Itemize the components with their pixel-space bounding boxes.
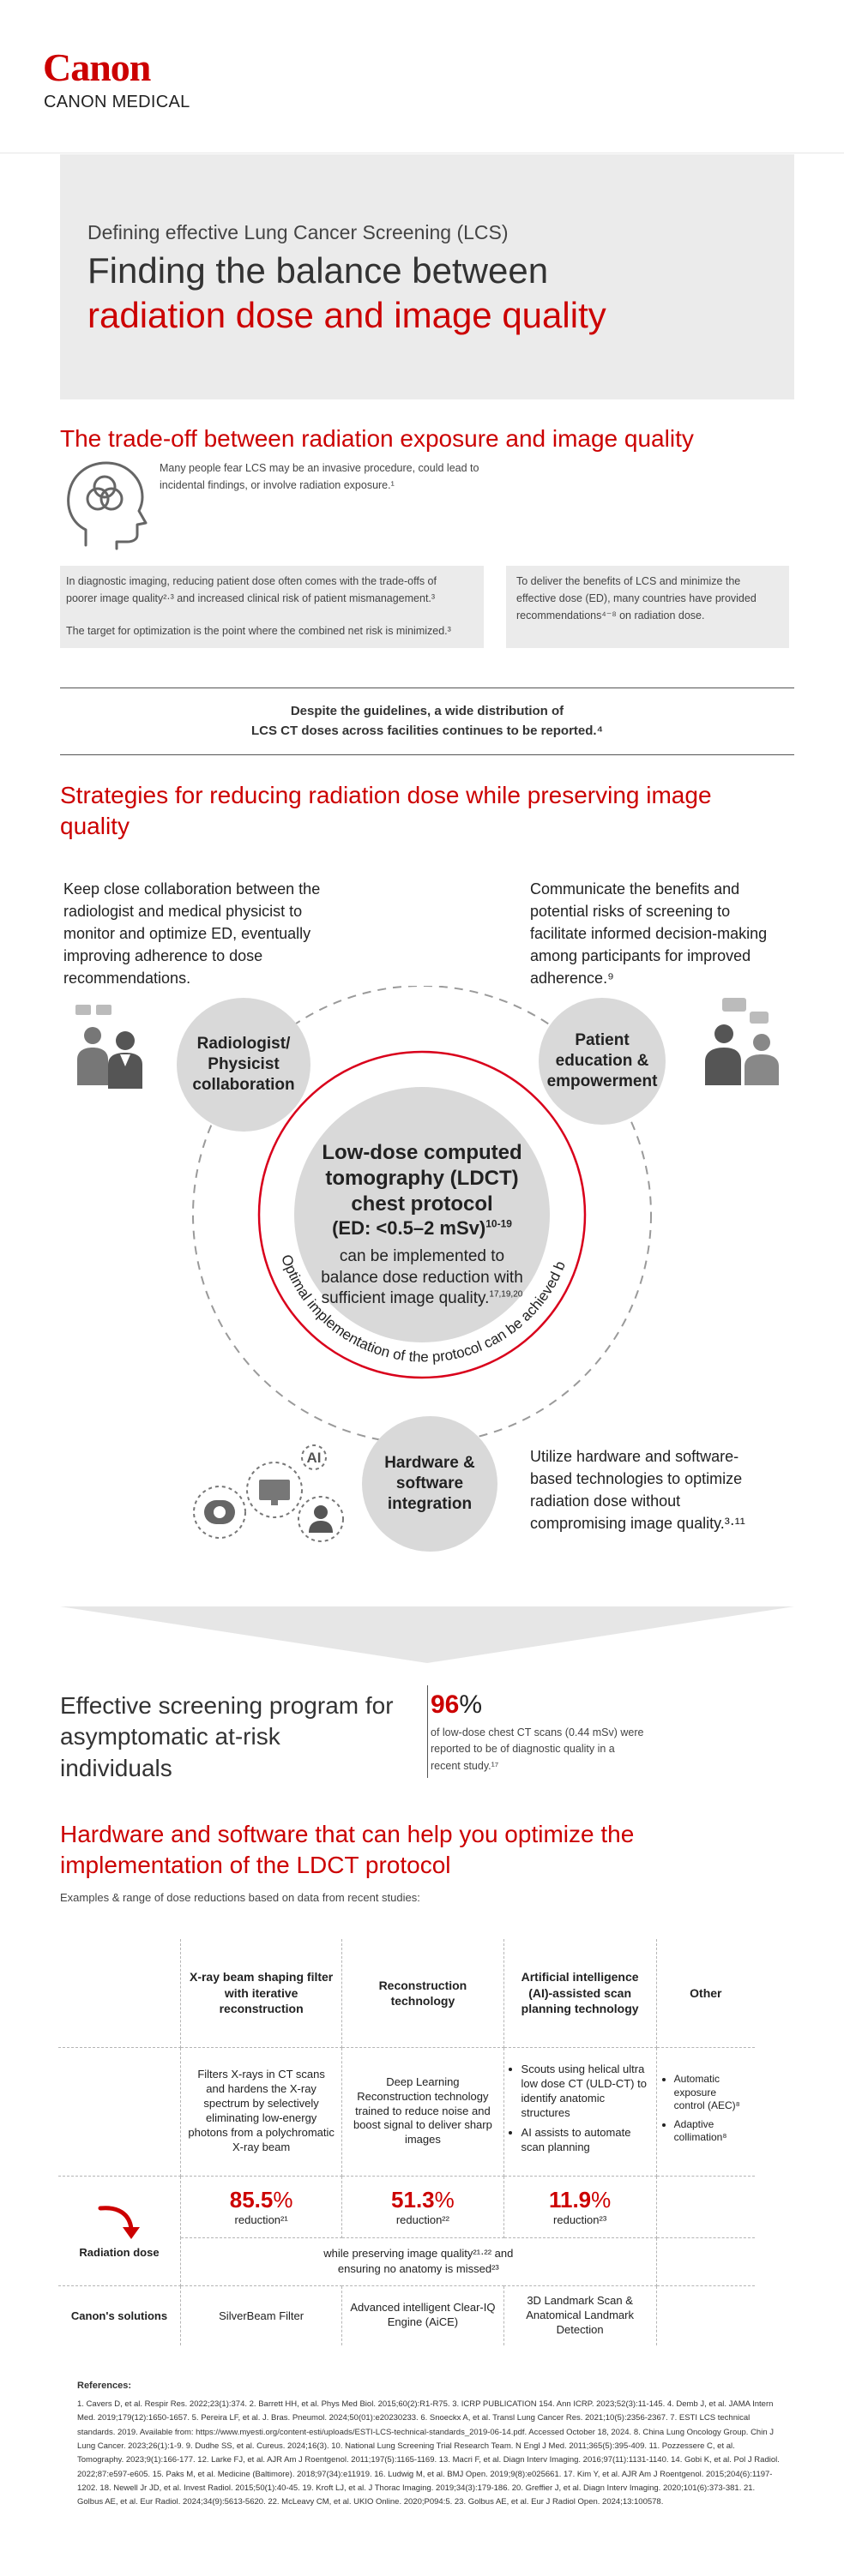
tradeoff-heading: The trade-off between radiation exposure… <box>60 425 694 452</box>
distribution-line2: LCS CT doses across facilities continues… <box>250 724 604 739</box>
patient-circle: Patient education & empowerment <box>539 998 666 1125</box>
references-text: 1. Cavers D, et al. Respir Res. 2022;23(… <box>77 2399 780 2507</box>
percent-96-description: of low-dose chest CT scans (0.44 mSv) we… <box>431 1726 644 1772</box>
ldct-title: Low-dose computed tomography (LDCT) ches… <box>322 1141 522 1216</box>
hardware-caption: Examples & range of dose reductions base… <box>60 1891 420 1904</box>
divider <box>427 1685 428 1778</box>
row-label-radiation-dose: Radiation dose <box>58 2175 181 2286</box>
distribution-line1: Despite the guidelines, a wide distribut… <box>290 704 564 718</box>
row-label-canon-solutions: Canon's solutions <box>58 2285 181 2345</box>
other-desc: Automatic exposure control (AEC)⁸ Adapti… <box>655 2046 755 2177</box>
table-cell <box>655 2175 755 2238</box>
strategies-heading: Strategies for reducing radiation dose w… <box>60 782 712 840</box>
radiologist-physicist-icon <box>75 1005 142 1089</box>
reduction-value-reconstruction: 51.3%reduction²² <box>341 2175 504 2238</box>
collaboration-text: Keep close collaboration between the rad… <box>63 880 321 988</box>
reduction-value-ai-scan-planning: 11.9%reduction²³ <box>503 2175 657 2238</box>
reduction-value-xray-filter: 85.5%reduction²¹ <box>179 2175 343 2238</box>
hero-title-line2: radiation dose and image quality <box>87 295 606 335</box>
head-thinking-icon <box>67 461 148 550</box>
tradeoff-box-left-p2: The target for optimization is the point… <box>66 625 451 637</box>
tradeoff-box-left: In diagnostic imaging, reducing patient … <box>60 566 484 648</box>
percent-96-stat: 96% <box>431 1690 483 1719</box>
fear-text: Many people fear LCS may be an invasive … <box>160 462 479 491</box>
hero-banner: Defining effective Lung Cancer Screening… <box>60 154 794 399</box>
table-cell <box>655 2285 755 2345</box>
table-row: Filters X-rays in CT scans and hardens t… <box>58 2046 755 2177</box>
solution-aice: Advanced intelligent Clear-IQ Engine (Ai… <box>341 2285 504 2345</box>
hardware-heading: Hardware and software that can help you … <box>60 1821 635 1879</box>
table-row: Radiation dose 85.5%reduction²¹ 51.3%red… <box>58 2175 755 2286</box>
down-arrow-icon <box>98 2205 140 2239</box>
patient-doctor-icon <box>705 998 779 1085</box>
solution-3d-landmark: 3D Landmark Scan & Anatomical Landmark D… <box>503 2285 657 2345</box>
list-item: Automatic exposure control (AEC)⁸ <box>674 2073 748 2113</box>
ldct-protocol-circle: Low-dose computed tomography (LDCT) ches… <box>294 1087 550 1342</box>
divider <box>60 754 794 755</box>
radiologist-label: Radiologist/ Physicist collaboration <box>192 1035 295 1094</box>
references-heading: References: <box>77 2381 131 2391</box>
effective-program-title: Effective screening program for asymptom… <box>60 1692 394 1781</box>
tradeoff-box-right-text: To deliver the benefits of LCS and minim… <box>516 575 757 621</box>
hardware-label: Hardware & software integration <box>384 1454 475 1513</box>
col-header-xray-filter: X-ray beam shaping filter with iterative… <box>179 1939 343 2048</box>
ai-label: AI <box>307 1450 322 1466</box>
education-text: Communicate the benefits and potential r… <box>530 880 768 988</box>
solution-silverbeam: SilverBeam Filter <box>179 2285 343 2345</box>
dose-reduction-table: X-ray beam shaping filter with iterative… <box>58 1939 755 2345</box>
ldct-dose: (ED: <0.5–2 mSv)10-19 <box>332 1217 512 1239</box>
list-item: AI assists to automate scan planning <box>521 2126 649 2155</box>
ct-scanner-ai-icon: AI <box>193 1444 344 1542</box>
tradeoff-box-left-p1: In diagnostic imaging, reducing patient … <box>66 575 437 604</box>
patient-label: Patient education & empowerment <box>546 1031 658 1090</box>
xray-filter-desc: Filters X-rays in CT scans and hardens t… <box>179 2046 343 2177</box>
references: References: 1. Cavers D, et al. Respir R… <box>77 2378 781 2510</box>
col-header-reconstruction: Reconstruction technology <box>341 1939 504 2048</box>
chevron-down-shape <box>60 1606 794 1663</box>
canon-logo[interactable]: Canon <box>43 45 151 89</box>
red-ring <box>257 1050 587 1379</box>
reconstruction-desc: Deep Learning Reconstruction technology … <box>341 2046 504 2177</box>
technology-text: Utilize hardware and software-based tech… <box>530 1448 745 1533</box>
distribution-statement: Despite the guidelines, a wide distribut… <box>60 701 794 742</box>
ai-scan-planning-desc: Scouts using helical ultra low dose CT (… <box>503 2046 657 2177</box>
col-header-other: Other <box>655 1939 755 2048</box>
ldct-body: can be implemented to balance dose reduc… <box>321 1247 523 1308</box>
canon-medical-label: CANON MEDICAL <box>44 93 190 111</box>
list-item: Scouts using helical ultra low dose CT (… <box>521 2063 649 2121</box>
hero-subtitle: Defining effective Lung Cancer Screening… <box>87 221 509 243</box>
hardware-circle: Hardware & software integration <box>362 1416 497 1552</box>
radiologist-circle: Radiologist/ Physicist collaboration <box>177 998 310 1132</box>
table-row: Canon's solutions SilverBeam Filter Adva… <box>58 2285 755 2345</box>
table-cell <box>58 2046 181 2177</box>
list-item: Adaptive collimation⁸ <box>674 2118 748 2145</box>
table-cell <box>655 2237 755 2286</box>
table-cell <box>58 1939 181 2048</box>
preserve-quality-note: while preserving image quality²¹·²² and … <box>180 2237 657 2286</box>
table-row: while preserving image quality²¹·²² and … <box>58 2237 755 2286</box>
hero-title-line1: Finding the balance between <box>87 250 549 291</box>
tradeoff-box-right: To deliver the benefits of LCS and minim… <box>506 566 789 648</box>
table-header-row: X-ray beam shaping filter with iterative… <box>58 1939 755 2048</box>
col-header-ai-scan-planning: Artificial intelligence (AI)-assisted sc… <box>503 1939 657 2048</box>
